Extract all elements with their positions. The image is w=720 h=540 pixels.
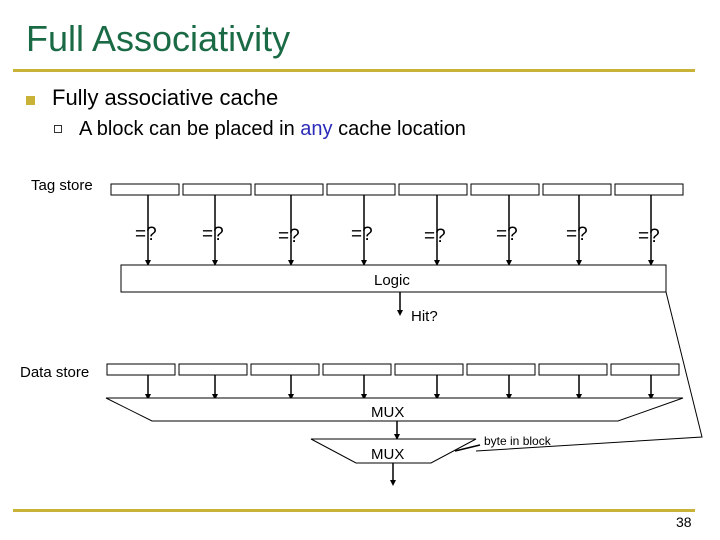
tag-store-cell	[254, 183, 324, 196]
sub-bullet-any-location: A block can be placed in any cache locat…	[79, 118, 466, 141]
title-divider	[13, 69, 695, 72]
data-store-cell	[178, 363, 248, 376]
tag-store-cell	[110, 183, 180, 196]
comparator-label: =?	[638, 226, 660, 247]
tag-store-cell	[614, 183, 684, 196]
mux-label: MUX	[371, 404, 404, 421]
hit-feedback-line	[475, 291, 703, 452]
byte-in-block-label: byte in block	[484, 434, 552, 448]
tag-wires	[145, 195, 654, 266]
data-store-cell	[466, 363, 536, 376]
comparators: =? =? =? =? =? =? =? =?	[135, 224, 660, 247]
data-store-cell	[610, 363, 680, 376]
data-store-cell	[322, 363, 392, 376]
bullet-square-icon	[26, 96, 35, 105]
mux-trapezoid	[105, 397, 684, 422]
data-store-cell	[394, 363, 464, 376]
comparator-label: =?	[202, 224, 224, 245]
data-store-label: Data store	[20, 364, 89, 381]
sub-bullet-text-post: cache location	[332, 118, 466, 140]
data-wires	[145, 375, 654, 400]
comparator-label: =?	[566, 224, 588, 245]
data-store-cell	[250, 363, 320, 376]
tag-store-cell	[326, 183, 396, 196]
data-store-cell	[106, 363, 176, 376]
tag-store-cell	[398, 183, 468, 196]
hit-label: Hit?	[411, 308, 438, 325]
comparator-label: =?	[135, 224, 157, 245]
data-store-cell	[538, 363, 608, 376]
bullet-fully-associative: Fully associative cache	[52, 85, 279, 110]
comparator-label: =?	[496, 224, 518, 245]
page-number: 38	[676, 514, 692, 530]
comparator-label: =?	[278, 226, 300, 247]
sub-bullet-text-pre: A block can be placed in	[79, 118, 301, 140]
logic-label: Logic	[374, 272, 410, 289]
footer-divider	[13, 509, 695, 512]
tag-store-cell	[470, 183, 540, 196]
mux2-trapezoid	[310, 438, 477, 464]
tag-store-label: Tag store	[31, 177, 93, 194]
sub-bullet-square-icon	[54, 125, 62, 133]
byte-in-block-line	[454, 444, 481, 452]
highlight-any: any	[300, 118, 333, 140]
mux2-label: MUX	[371, 446, 404, 463]
comparator-label: =?	[424, 226, 446, 247]
comparator-label: =?	[351, 224, 373, 245]
data-store-row	[106, 363, 680, 376]
logic-box	[120, 264, 667, 293]
tag-store-cell	[542, 183, 612, 196]
slide-title: Full Associativity	[26, 18, 291, 59]
tag-store-cell	[182, 183, 252, 196]
tag-store-row	[110, 183, 684, 196]
